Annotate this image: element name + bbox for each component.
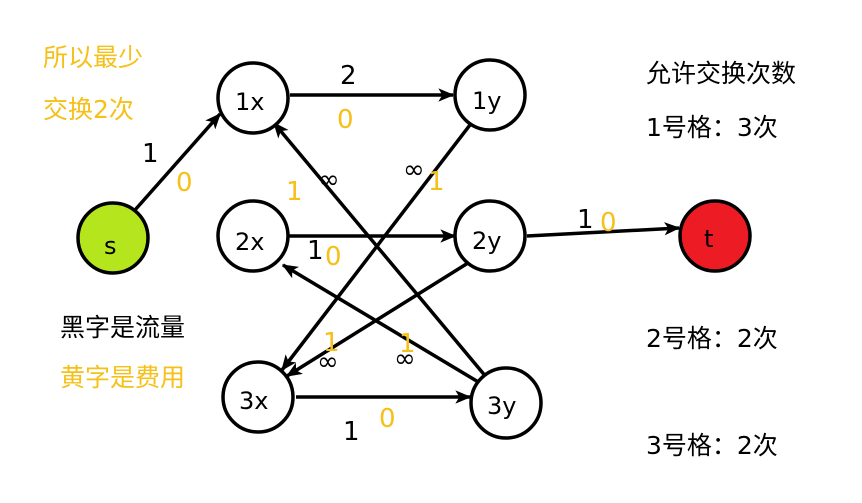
flow-2y-t: 1: [577, 205, 594, 235]
svg-text:1y: 1y: [472, 87, 501, 115]
svg-text:3x: 3x: [239, 387, 268, 415]
cell-1-limit: 1号格：3次: [646, 113, 778, 142]
node-1y: 1y: [453, 58, 527, 132]
flow-3y-1x: ∞: [318, 165, 340, 195]
flow-1y-3x: ∞: [403, 155, 425, 185]
cost-3y-2x: 1: [399, 329, 416, 359]
allowed-swaps-title: 允许交换次数: [646, 59, 796, 88]
flow-2x-2y: 1: [307, 236, 324, 266]
edge-3y-2x: [281, 263, 481, 385]
svg-text:2y: 2y: [472, 227, 501, 255]
svg-text:2x: 2x: [235, 228, 264, 256]
flow-1x-1y: 2: [340, 61, 357, 91]
node-2y: 2y: [453, 199, 527, 273]
legend-cost: 黄字是费用: [60, 363, 185, 392]
cost-2x-2y: 0: [325, 242, 342, 272]
result-note-line2: 交换2次: [43, 95, 134, 124]
svg-text:1x: 1x: [235, 88, 264, 116]
edge-3y-1x: [272, 121, 489, 380]
node-1x: 1x: [216, 61, 290, 135]
flow-3y-2x: ∞: [394, 344, 416, 374]
legend-flow: 黑字是流量: [60, 313, 185, 342]
flow-3x-3y: 1: [343, 417, 360, 447]
svg-text:s: s: [104, 232, 117, 260]
node-2x: 2x: [216, 199, 290, 273]
edge-s-1x: [133, 112, 222, 212]
result-note-line1: 所以最少: [43, 43, 143, 72]
cost-1y-3x: 1: [428, 167, 445, 197]
node-3y: 3y: [469, 366, 543, 440]
node-s: s: [76, 201, 150, 275]
svg-text:3y: 3y: [487, 392, 516, 420]
cost-2y-3x: 1: [323, 328, 340, 358]
edge-2y-t: [526, 222, 681, 238]
cost-3y-1x: 1: [286, 177, 303, 207]
cell-2-limit: 2号格：2次: [646, 324, 778, 353]
cost-3x-3y: 0: [379, 404, 396, 434]
svg-text:t: t: [704, 225, 713, 253]
flow-s-1x: 1: [142, 139, 159, 169]
cost-2y-t: 0: [600, 208, 617, 238]
edge-2y-3x: [285, 256, 477, 378]
flow-2y-3x: ∞: [317, 347, 339, 377]
node-t: t: [678, 199, 752, 273]
node-3x: 3x: [221, 360, 295, 434]
cost-s-1x: 0: [176, 168, 193, 198]
cell-3-limit: 3号格：2次: [646, 431, 778, 460]
cost-1x-1y: 0: [337, 105, 354, 135]
